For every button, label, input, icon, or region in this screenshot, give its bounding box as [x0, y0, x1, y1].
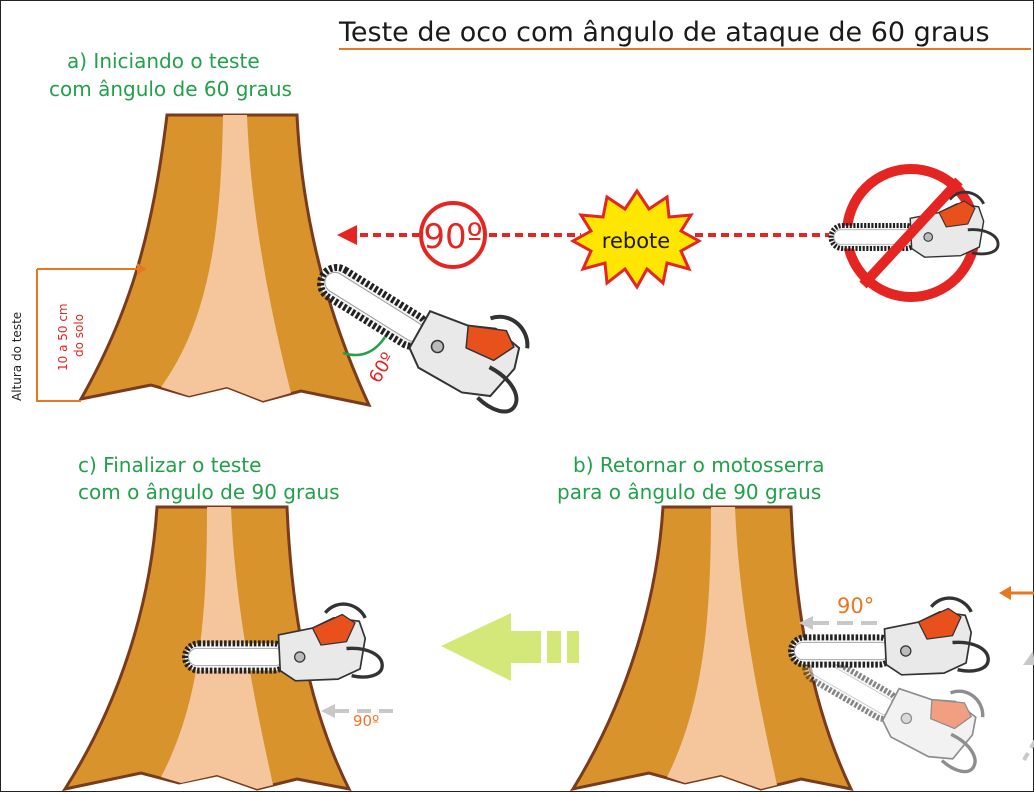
angle-60-arc	[342, 336, 387, 357]
step-c-line2: com o ângulo de 90 graus	[78, 480, 340, 504]
tree-a	[78, 113, 372, 408]
height-range: 10 a 50 cm	[56, 303, 70, 371]
step-b-line2: para o ângulo de 90 graus	[557, 480, 821, 504]
step-a-line1: a) Iniciando o teste	[67, 49, 260, 73]
tree-b	[569, 505, 854, 792]
angle-90-circle	[419, 201, 487, 269]
step-b-line1: b) Retornar o motosserra	[573, 453, 825, 477]
chainsaw-b-icon	[791, 598, 988, 675]
height-unit: do solo	[72, 314, 86, 357]
kickback-burst-icon	[569, 188, 703, 290]
height-bracket	[36, 269, 81, 402]
angle-90-c-label: 90º	[353, 712, 379, 730]
height-side-label: Altura do teste	[10, 312, 24, 401]
angle-90-b-label: 90°	[837, 594, 874, 618]
page-title: Teste de oco com ângulo de ataque de 60 …	[338, 17, 990, 48]
prohibited-saw-icon	[831, 164, 998, 302]
step-c-line1: c) Finalizar o teste	[78, 453, 261, 477]
kickback-label: rebote	[602, 229, 670, 253]
angle-60-label: 60º	[365, 349, 399, 387]
step-a-line2: com ângulo de 60 graus	[49, 77, 292, 101]
angle-90-circle-label: 90º	[423, 217, 482, 257]
flow-arrow-icon	[441, 613, 579, 681]
